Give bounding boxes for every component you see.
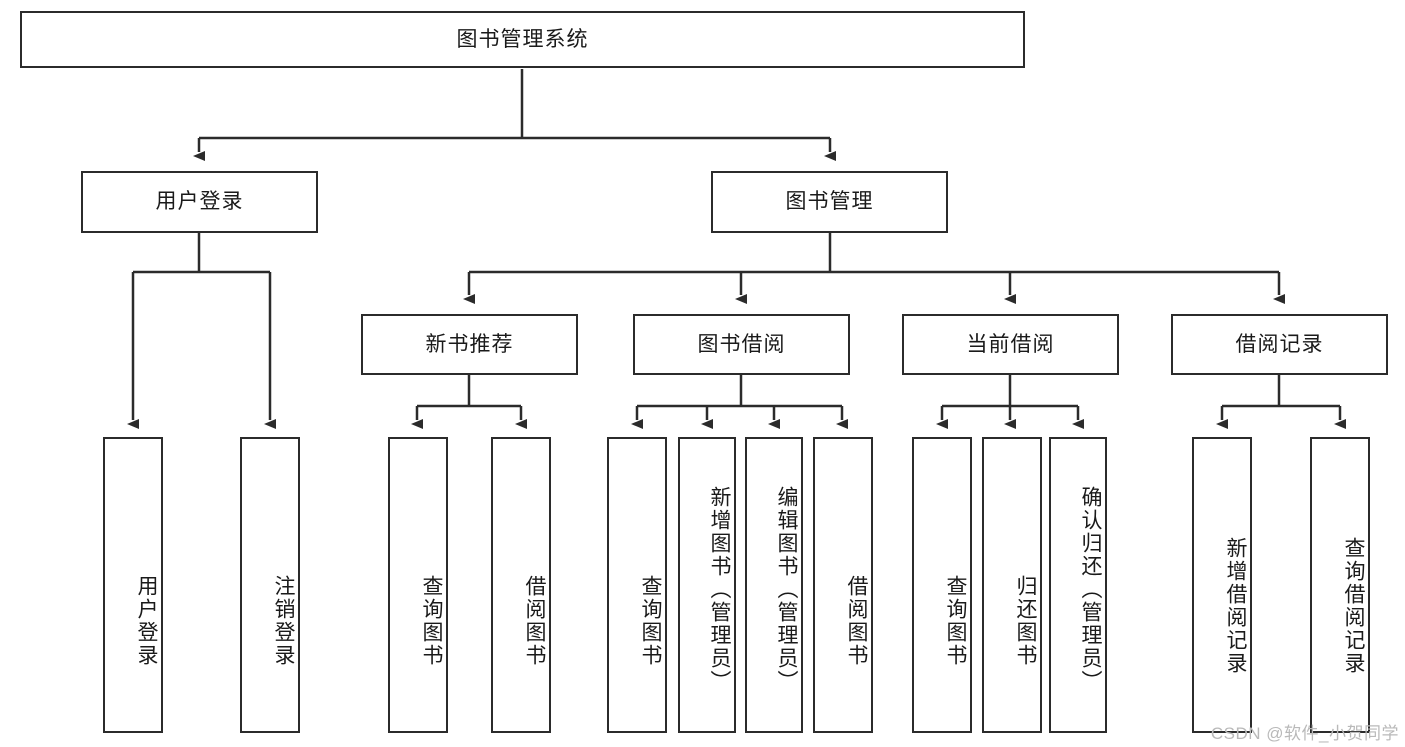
node-root-label: 图书管理系统 xyxy=(456,27,589,51)
node-user-login-label: 用户登录 xyxy=(155,190,244,214)
node-new-book-recommend-label: 新书推荐 xyxy=(425,332,514,356)
leaf-return-book-label: 归还图书 xyxy=(1014,575,1037,667)
leaf-edit-book-label: 编辑图书（管理员） xyxy=(775,485,798,693)
node-new-book-recommend[interactable]: 新书推荐 xyxy=(361,314,578,375)
node-root[interactable]: 图书管理系统 xyxy=(20,11,1025,68)
leaf-logout-login[interactable]: 注销登录 xyxy=(240,437,300,733)
node-book-manage[interactable]: 图书管理 xyxy=(711,171,948,233)
leaf-edit-book[interactable]: 编辑图书（管理员） xyxy=(745,437,803,733)
node-current-borrow[interactable]: 当前借阅 xyxy=(902,314,1119,375)
leaf-borrow-book-1-label: 借阅图书 xyxy=(523,575,546,667)
leaf-borrow-book-2-label: 借阅图书 xyxy=(845,575,868,667)
leaf-query-book-1[interactable]: 查询图书 xyxy=(388,437,448,733)
leaf-user-login-label: 用户登录 xyxy=(135,575,158,667)
leaf-add-record-label: 新增借阅记录 xyxy=(1224,537,1247,675)
leaf-borrow-book-2[interactable]: 借阅图书 xyxy=(813,437,873,733)
leaf-add-book-label: 新增图书（管理员） xyxy=(708,485,731,693)
leaf-logout-login-label: 注销登录 xyxy=(272,575,295,667)
node-current-borrow-label: 当前借阅 xyxy=(966,332,1055,356)
leaf-borrow-book-1[interactable]: 借阅图书 xyxy=(491,437,551,733)
node-user-login[interactable]: 用户登录 xyxy=(81,171,318,233)
leaf-confirm-return[interactable]: 确认归还（管理员） xyxy=(1049,437,1107,733)
leaf-query-book-3[interactable]: 查询图书 xyxy=(912,437,972,733)
node-book-manage-label: 图书管理 xyxy=(785,190,874,214)
leaf-add-book[interactable]: 新增图书（管理员） xyxy=(678,437,736,733)
watermark-text: CSDN @软件_小贺同学 xyxy=(1210,724,1399,743)
node-book-borrow-label: 图书借阅 xyxy=(697,332,786,356)
node-borrow-record-label: 借阅记录 xyxy=(1235,332,1324,356)
leaf-confirm-return-label: 确认归还（管理员） xyxy=(1079,485,1102,693)
leaf-query-book-3-label: 查询图书 xyxy=(944,575,967,667)
node-borrow-record[interactable]: 借阅记录 xyxy=(1171,314,1388,375)
leaf-user-login[interactable]: 用户登录 xyxy=(103,437,163,733)
leaf-query-record-label: 查询借阅记录 xyxy=(1342,537,1365,675)
leaf-query-book-2[interactable]: 查询图书 xyxy=(607,437,667,733)
leaf-query-book-2-label: 查询图书 xyxy=(639,575,662,667)
leaf-query-record[interactable]: 查询借阅记录 xyxy=(1310,437,1370,733)
leaf-return-book[interactable]: 归还图书 xyxy=(982,437,1042,733)
leaf-add-record[interactable]: 新增借阅记录 xyxy=(1192,437,1252,733)
node-book-borrow[interactable]: 图书借阅 xyxy=(633,314,850,375)
leaf-query-book-1-label: 查询图书 xyxy=(420,575,443,667)
